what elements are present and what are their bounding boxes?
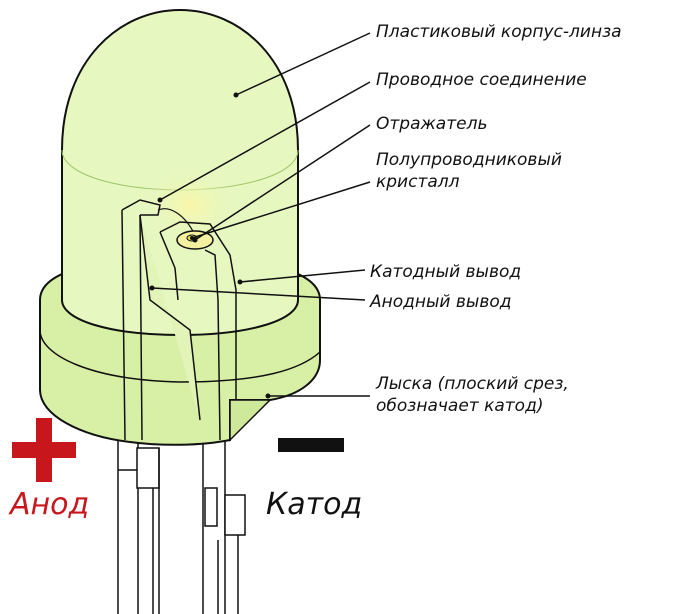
lead-legs (118, 440, 245, 614)
label-crystal-line1: Полупроводниковый (376, 150, 562, 170)
cathode-leg (203, 440, 225, 614)
cathode-pole-label: Катод (266, 488, 362, 522)
lens-body (62, 10, 298, 335)
label-lens: Пластиковый корпус-линза (376, 22, 622, 42)
label-reflector: Отражатель (376, 114, 487, 134)
cathode-leg-bend (205, 488, 217, 526)
anode-pole-label: Анод (10, 488, 89, 522)
plus-icon (12, 418, 76, 482)
label-flat-line2: обозначает катод) (376, 396, 543, 416)
label-flat-line1: Лыска (плоский срез, (376, 374, 569, 394)
anode-leg (118, 440, 138, 614)
anode-leg-bend (137, 448, 159, 488)
label-cathode-lead: Катодный вывод (370, 262, 521, 282)
label-wire: Проводное соединение (376, 70, 587, 90)
label-crystal-line2: кристалл (376, 172, 460, 192)
flat-cut (230, 400, 270, 440)
minus-icon (278, 438, 344, 452)
label-anode-lead: Анодный вывод (370, 292, 512, 312)
